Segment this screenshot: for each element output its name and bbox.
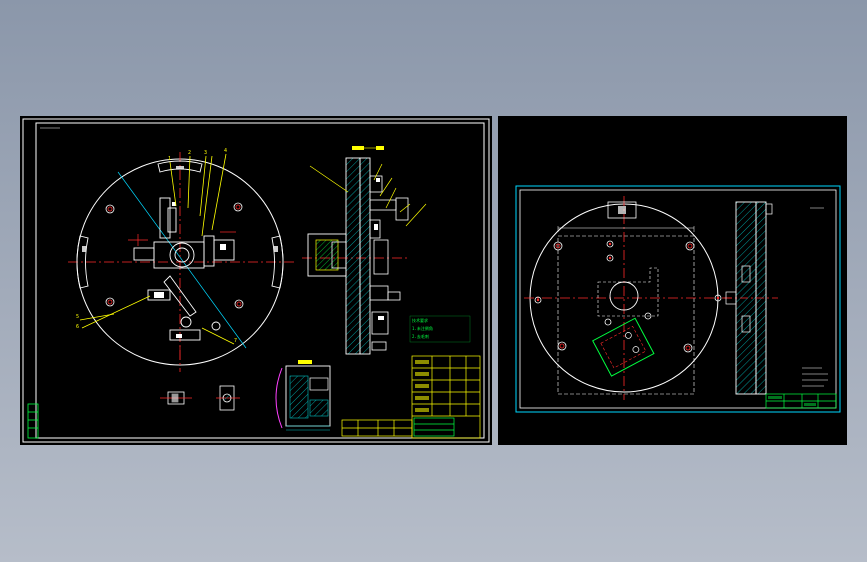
sheet-inner-border xyxy=(35,122,485,439)
drawing-sheet-assembly[interactable]: 1 2 3 4 5 6 7 xyxy=(20,116,492,445)
svg-text:1.未注倒角: 1.未注倒角 xyxy=(412,325,433,331)
detail-section-view xyxy=(275,360,331,431)
svg-text:7: 7 xyxy=(234,338,237,344)
svg-text:技术要求: 技术要求 xyxy=(412,317,428,323)
assembly-drawing: 1 2 3 4 5 6 7 xyxy=(22,118,490,443)
title-block xyxy=(765,393,837,409)
title-block xyxy=(411,355,481,439)
sheet-outer-border xyxy=(22,118,490,443)
svg-text:1: 1 xyxy=(168,156,171,162)
svg-text:6: 6 xyxy=(76,324,79,330)
drawing-sheet-part[interactable] xyxy=(498,116,847,445)
technical-notes xyxy=(802,207,828,387)
parts-list-strip xyxy=(341,419,413,437)
svg-text:5: 5 xyxy=(76,314,79,320)
detail-view-a xyxy=(160,391,192,405)
fixture-section-view: 技术要求 1.未注倒角 2.去毛刺 xyxy=(302,146,471,355)
svg-text:2.去毛刺: 2.去毛刺 xyxy=(412,333,429,339)
svg-text:3: 3 xyxy=(204,150,207,156)
base-plate-plan-view xyxy=(524,196,738,400)
svg-text:2: 2 xyxy=(188,150,191,156)
base-plate-section-view xyxy=(724,201,778,395)
svg-text:4: 4 xyxy=(224,148,227,154)
sheet-inner-border xyxy=(519,189,837,409)
fixture-plan-view: 1 2 3 4 5 6 7 xyxy=(68,148,296,372)
detail-view-b xyxy=(216,385,240,411)
margin-strip xyxy=(27,403,39,439)
sheet-outer-border xyxy=(515,185,841,413)
part-drawing xyxy=(515,185,841,413)
